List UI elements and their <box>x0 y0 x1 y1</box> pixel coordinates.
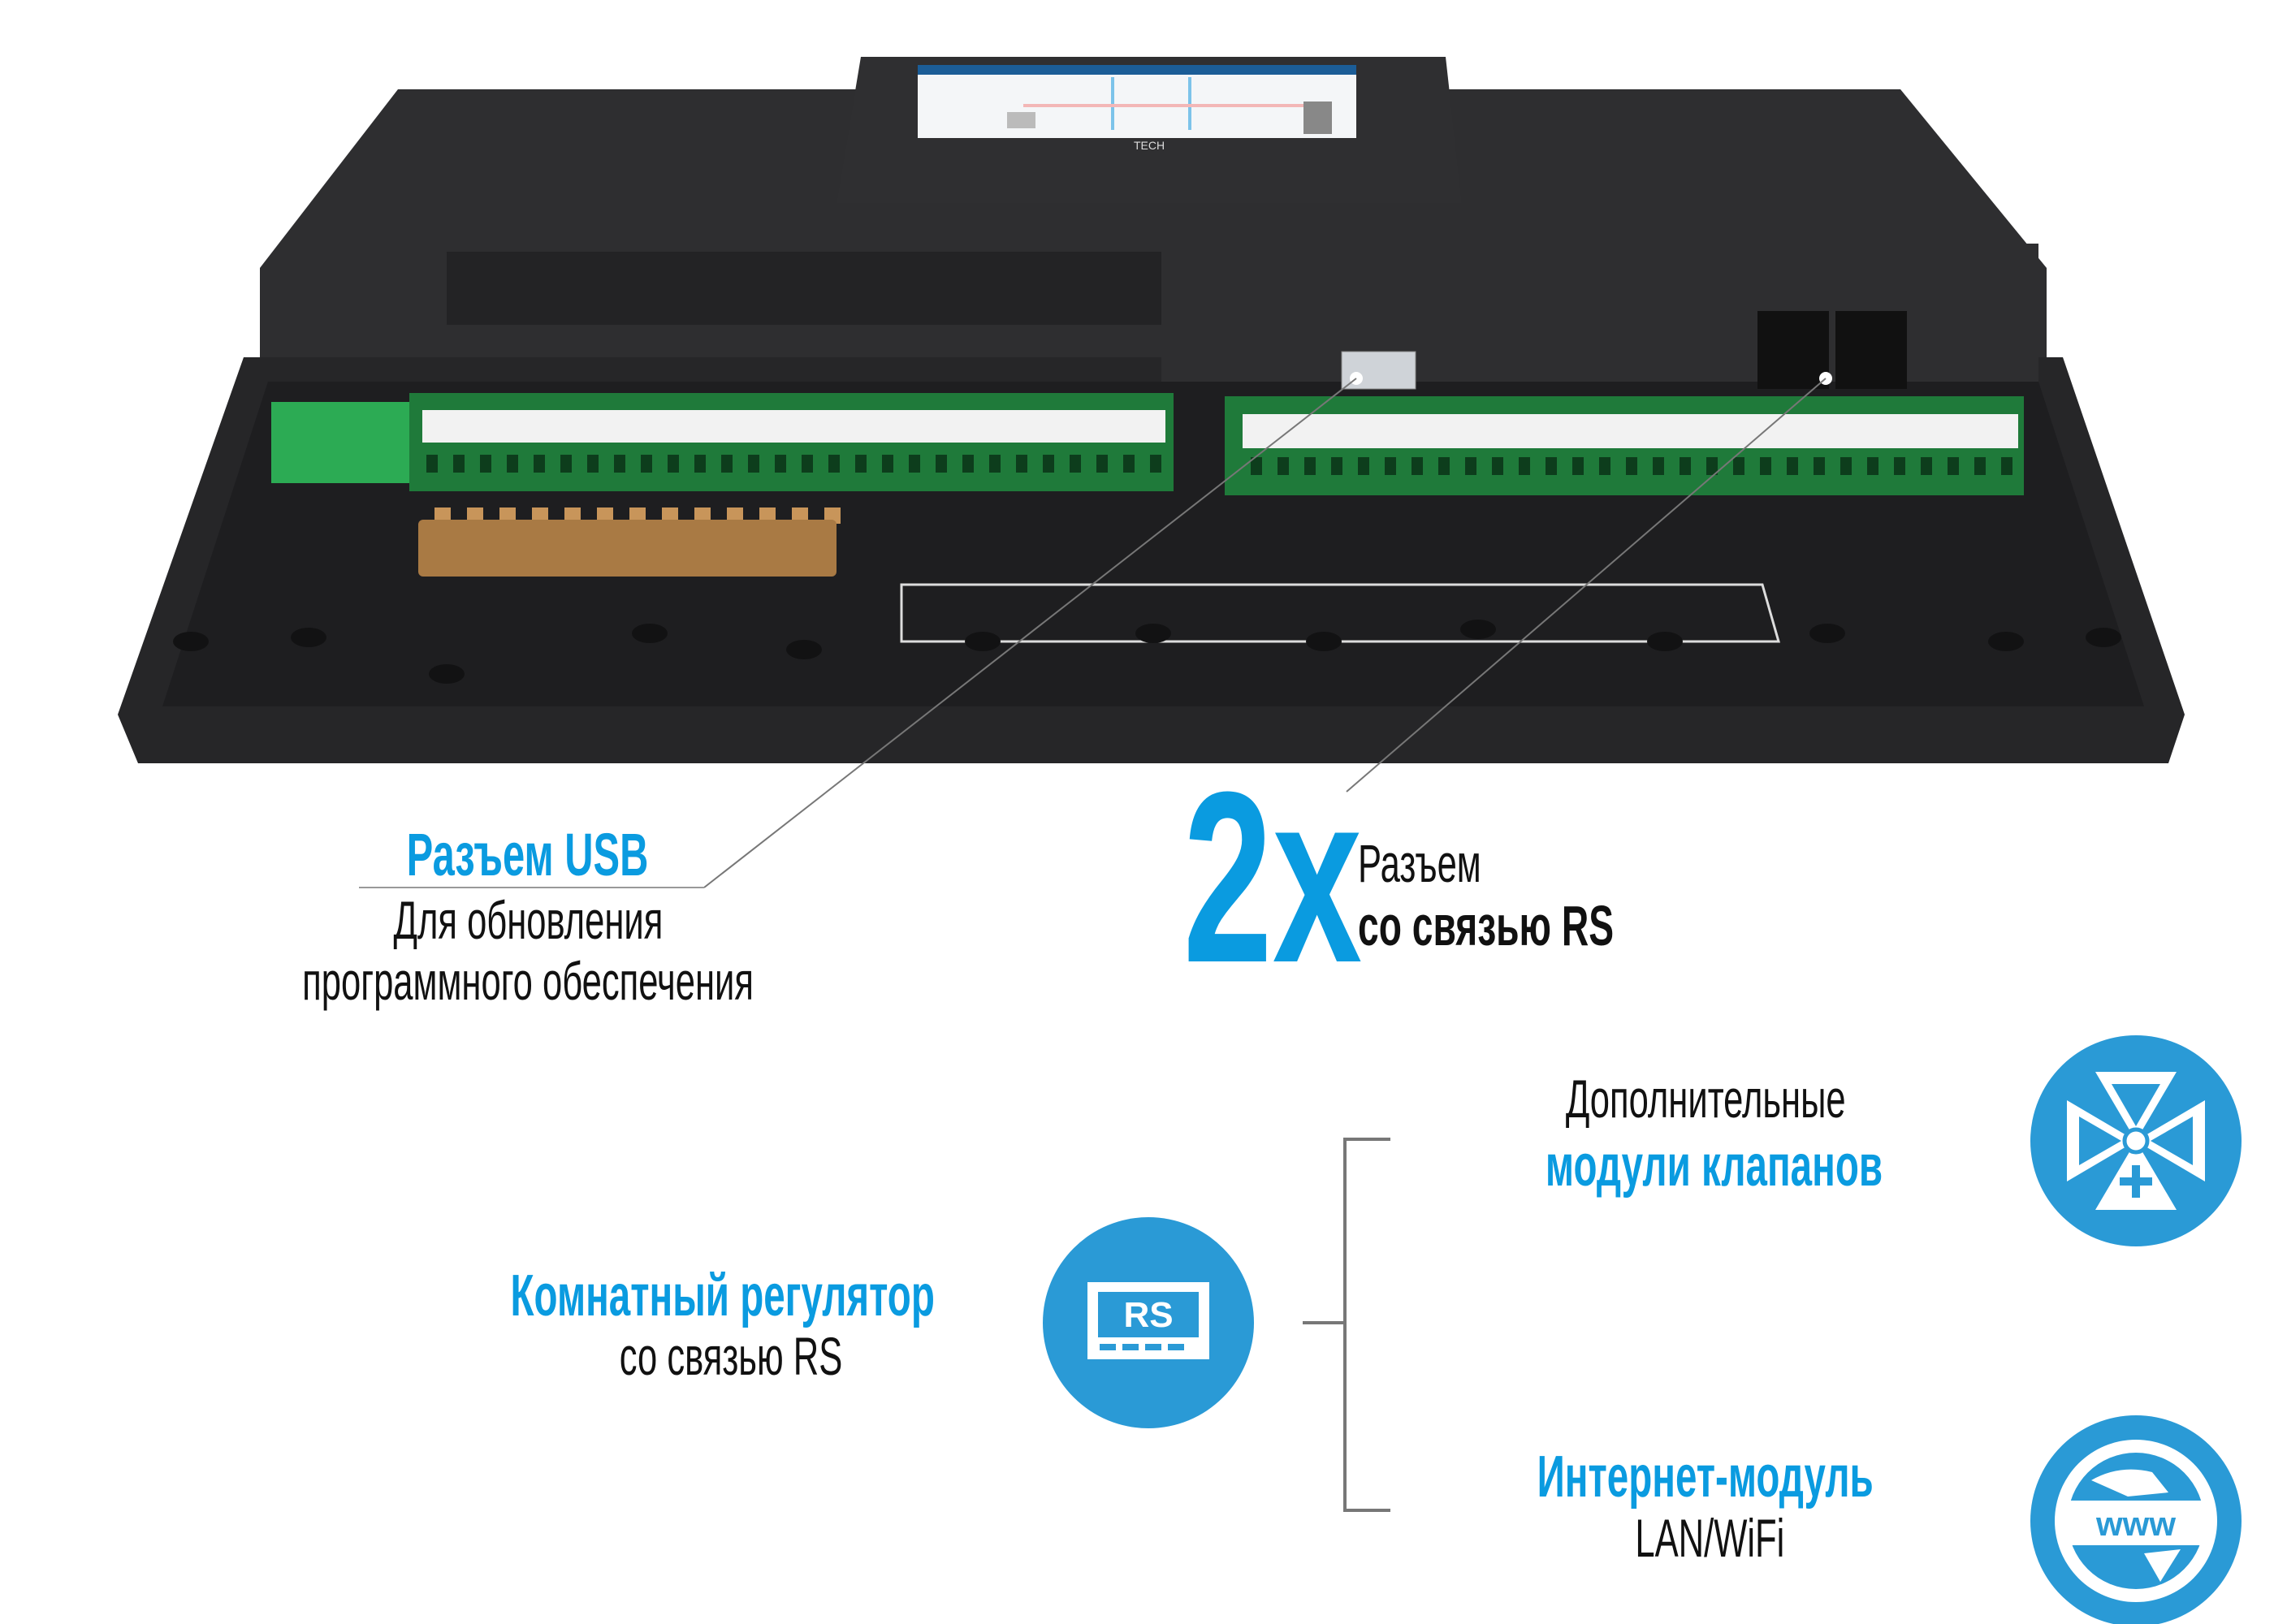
mounting-post <box>1988 632 2024 651</box>
terminal-screw <box>1546 457 1557 475</box>
terminal-screw <box>802 455 813 473</box>
rs-regulator-icon: RS <box>1043 1217 1254 1428</box>
terminal-screw <box>1096 455 1108 473</box>
terminal-screw <box>721 455 733 473</box>
terminal-screw <box>1760 457 1771 475</box>
valves-line-1: Дополнительные <box>1565 1069 1846 1129</box>
terminal-screw <box>1599 457 1610 475</box>
rj-port-2 <box>1835 311 1907 389</box>
mounting-post <box>1135 624 1171 643</box>
internet-line-1: Интернет-модуль <box>1537 1445 1874 1510</box>
ground-bar <box>418 520 837 577</box>
mounting-post <box>786 640 822 659</box>
mounting-post <box>632 624 668 643</box>
terminal-screw <box>1150 455 1161 473</box>
terminal-screw <box>1653 457 1664 475</box>
terminal-screw <box>828 455 840 473</box>
power-connector <box>271 402 409 483</box>
mounting-post <box>965 632 1001 651</box>
mounting-post <box>291 628 326 647</box>
mounting-post <box>429 664 465 684</box>
terminal-screw <box>1438 457 1450 475</box>
terminal-screw <box>1840 457 1852 475</box>
terminal-screw <box>1304 457 1316 475</box>
terminal-screw <box>641 455 652 473</box>
terminal-screw <box>453 455 465 473</box>
terminal-screw <box>1867 457 1878 475</box>
terminal-screw <box>2001 457 2012 475</box>
terminal-screw <box>1733 457 1744 475</box>
usb-desc-1: Для обновления <box>393 890 663 950</box>
terminal-screw <box>1492 457 1503 475</box>
terminal-screw <box>1948 457 1959 475</box>
terminal-screw <box>1278 457 1289 475</box>
mounting-post <box>1809 624 1845 643</box>
terminal-screw <box>989 455 1001 473</box>
terminal-screw <box>1358 457 1369 475</box>
usb-title: Разъем USB <box>407 821 649 888</box>
mounting-post <box>1647 632 1683 651</box>
terminal-screw <box>1331 457 1342 475</box>
mounting-post <box>1460 620 1496 639</box>
terminal-screw <box>694 455 706 473</box>
terminal-screw <box>1123 455 1135 473</box>
terminal-screw <box>775 455 786 473</box>
terminal-screw <box>614 455 625 473</box>
rs-label-2: со связью RS <box>1358 894 1615 957</box>
terminal-screw <box>480 455 491 473</box>
mounting-post <box>1306 632 1342 651</box>
terminal-screw <box>909 455 920 473</box>
terminal-screw <box>1043 455 1054 473</box>
usb-desc-2: программного обеспечения <box>302 951 754 1011</box>
terminal-screw <box>507 455 518 473</box>
terminal-screw <box>855 455 867 473</box>
terminal-screw <box>1787 457 1798 475</box>
terminal-screw <box>426 455 438 473</box>
terminal-screw <box>1572 457 1584 475</box>
valves-line-2: модули клапанов <box>1545 1134 1883 1199</box>
terminal-screw <box>962 455 974 473</box>
terminal-screw <box>534 455 545 473</box>
mounting-post <box>173 632 209 651</box>
terminal-screw <box>1016 455 1027 473</box>
terminal-screw <box>668 455 679 473</box>
terminal-screw <box>1680 457 1691 475</box>
rj-port-1 <box>1757 311 1829 389</box>
terminal-screw <box>1251 457 1262 475</box>
terminal-screw <box>1412 457 1423 475</box>
mounting-post <box>2086 628 2121 647</box>
terminal-screw <box>1706 457 1718 475</box>
terminal-screw <box>1626 457 1637 475</box>
screen <box>918 65 1356 138</box>
valve-icon <box>2030 1035 2242 1246</box>
terminal-screw <box>1921 457 1932 475</box>
rs-count: 2x <box>1182 741 1362 1013</box>
terminal-screw <box>936 455 947 473</box>
terminal-screw <box>1974 457 1986 475</box>
rs-label-1: Разъем <box>1358 833 1481 893</box>
terminal-screw <box>1814 457 1825 475</box>
room-line-1: Комнатный регулятор <box>510 1263 936 1328</box>
terminal-screw <box>1465 457 1476 475</box>
www-globe-icon: www <box>2030 1415 2242 1624</box>
terminal-screw <box>1070 455 1081 473</box>
terminal-screw <box>882 455 893 473</box>
terminal-screw <box>560 455 572 473</box>
svg-text:www: www <box>2095 1505 2176 1543</box>
terminal-screw <box>1385 457 1396 475</box>
svg-text:RS: RS <box>1123 1295 1173 1335</box>
room-line-2: со связью RS <box>619 1326 843 1386</box>
svg-text:TECH: TECH <box>1134 139 1165 152</box>
terminal-screw <box>587 455 599 473</box>
terminal-screw <box>748 455 759 473</box>
internet-line-2: LAN/WiFi <box>1635 1508 1784 1568</box>
terminal-screw <box>1519 457 1530 475</box>
terminal-screw <box>1894 457 1905 475</box>
